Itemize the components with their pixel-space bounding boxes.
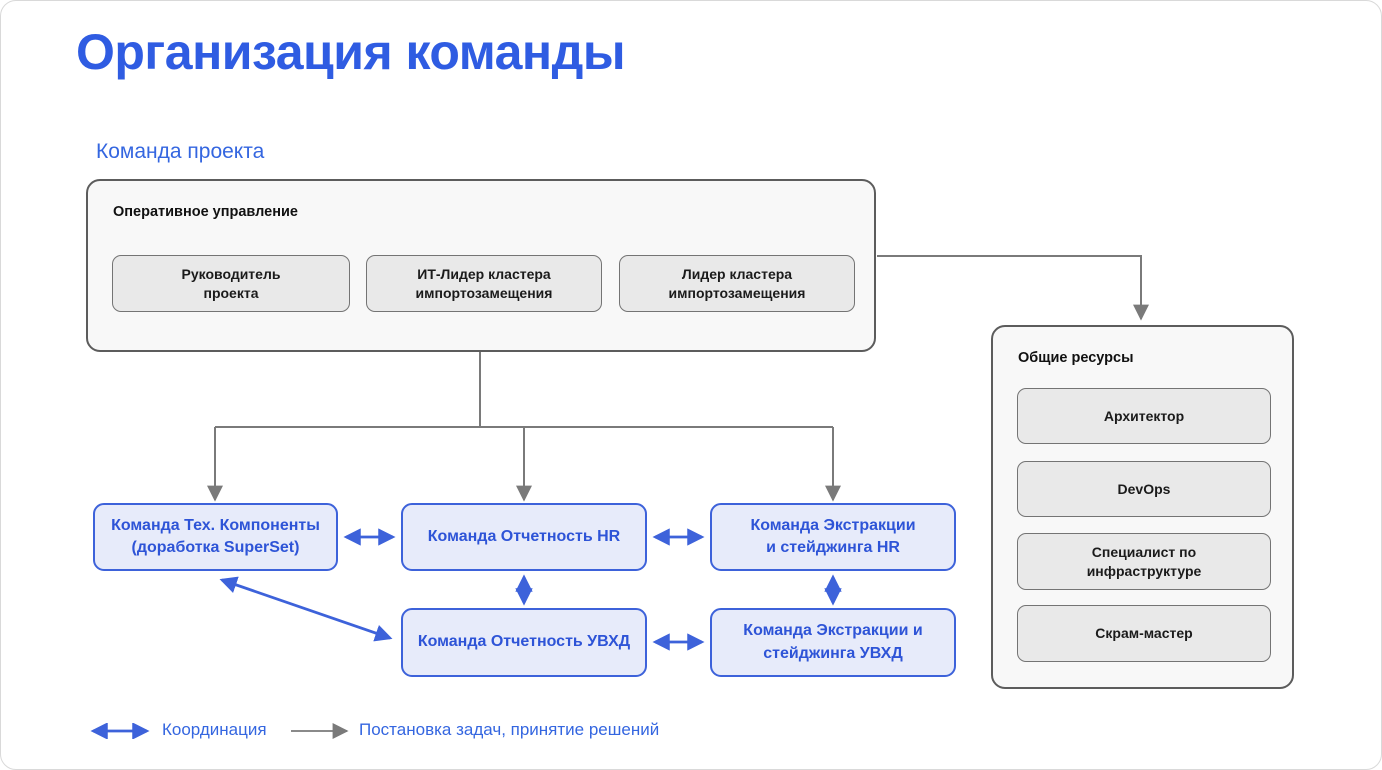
shared-resources-label: Общие ресурсы — [1018, 350, 1134, 366]
member-architect: Архитектор — [1017, 388, 1271, 444]
legend-coordination-arrow-icon — [90, 723, 150, 739]
management-group-label: Оперативное управление — [113, 204, 298, 220]
member-infrastructure-specialist: Специалист по инфраструктуре — [1017, 533, 1271, 590]
member-scrum-master: Скрам-мастер — [1017, 605, 1271, 662]
member-cluster-lead: Лидер кластера импортозамещения — [619, 255, 855, 312]
legend-coordination-label: Координация — [162, 720, 267, 739]
management-group: Оперативное управление Руководитель прое… — [86, 179, 876, 352]
legend-tasking-arrow-icon — [291, 723, 349, 739]
team-reporting-uvhd: Команда Отчетность УВХД — [401, 608, 647, 677]
member-project-manager: Руководитель проекта — [112, 255, 350, 312]
team-extraction-staging-uvhd: Команда Экстракции и стейджинга УВХД — [710, 608, 956, 677]
page-title: Организация команды — [76, 24, 626, 80]
section-label: Команда проекта — [96, 140, 265, 163]
legend-tasking-label: Постановка задач, принятие решений — [359, 720, 660, 739]
member-it-cluster-lead: ИТ-Лидер кластера импортозамещения — [366, 255, 602, 312]
team-extraction-staging-hr: Команда Экстракции и стейджинга HR — [710, 503, 956, 571]
team-tech-components: Команда Тех. Компоненты (доработка Super… — [93, 503, 338, 571]
team-reporting-hr: Команда Отчетность HR — [401, 503, 647, 571]
shared-resources-group: Общие ресурсы Архитектор DevOps Специали… — [991, 325, 1294, 689]
member-devops: DevOps — [1017, 461, 1271, 517]
